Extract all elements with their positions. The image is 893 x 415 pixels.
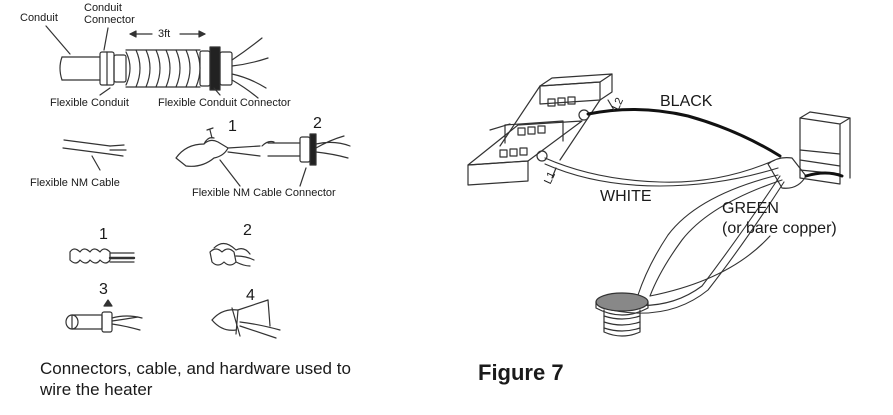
label-conduit: Conduit bbox=[20, 12, 58, 24]
green-wire bbox=[637, 174, 779, 296]
label-step-4: 4 bbox=[246, 287, 255, 304]
caption-line-2: wire the heater bbox=[40, 380, 153, 399]
nm-connector-step-1 bbox=[175, 127, 275, 167]
label-flexible-nm-cable-connector: Flexible NM Cable Connector bbox=[192, 187, 336, 199]
nm-connector-step-2 bbox=[219, 133, 351, 187]
label-step-1-top: 1 bbox=[228, 118, 237, 135]
label-flexible-conduit: Flexible Conduit bbox=[50, 97, 129, 109]
label-step-2-top: 2 bbox=[313, 115, 322, 132]
label-length: 3ft bbox=[158, 28, 171, 40]
label-white: WHITE bbox=[600, 188, 652, 205]
caption-line-1: Connectors, cable, and hardware used to bbox=[40, 359, 351, 378]
conduit-assembly bbox=[45, 25, 269, 99]
figure-title: Figure 7 bbox=[478, 360, 564, 385]
label-bare-copper: (or bare copper) bbox=[722, 220, 837, 237]
step-1-illustration bbox=[69, 248, 136, 264]
step-4-illustration bbox=[211, 299, 281, 339]
black-wire bbox=[586, 107, 782, 158]
step-3-illustration bbox=[65, 299, 143, 333]
label-conduit-connector-1: Conduit bbox=[84, 2, 122, 14]
label-black: BLACK bbox=[660, 93, 713, 110]
label-step-2: 2 bbox=[243, 222, 252, 239]
label-flexible-nm-cable: Flexible NM Cable bbox=[30, 177, 120, 189]
label-green: GREEN bbox=[722, 200, 779, 217]
label-conduit-connector-2: Connector bbox=[84, 14, 135, 26]
ground-stud bbox=[595, 292, 649, 337]
white-wire bbox=[544, 157, 776, 183]
label-step-1: 1 bbox=[99, 226, 108, 243]
terminal-block bbox=[467, 73, 613, 186]
step-2-illustration bbox=[209, 242, 255, 267]
label-flexible-conduit-connector: Flexible Conduit Connector bbox=[158, 97, 291, 109]
nm-cable bbox=[62, 139, 127, 171]
label-step-3: 3 bbox=[99, 281, 108, 298]
junction-box bbox=[767, 111, 851, 189]
